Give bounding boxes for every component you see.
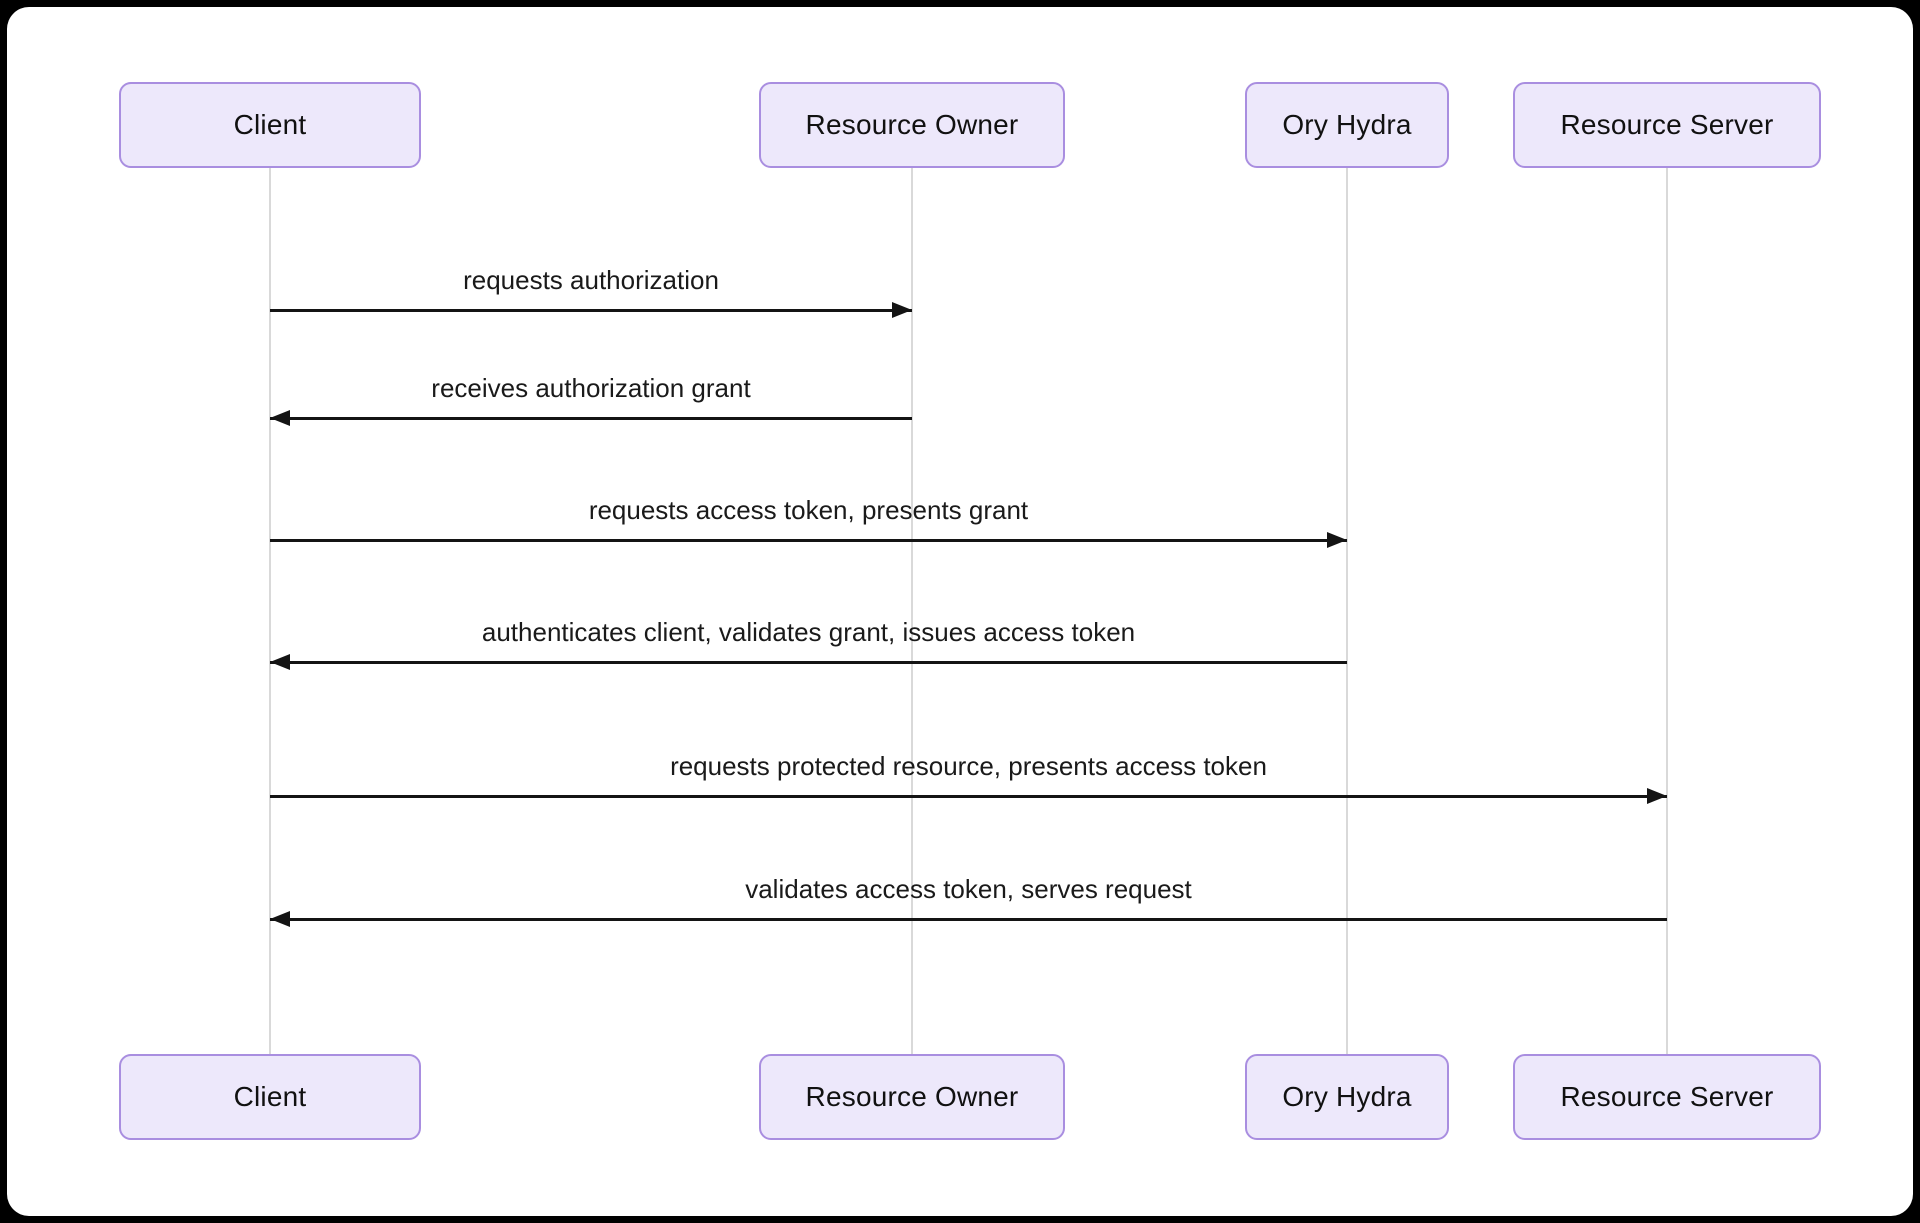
message-label: requests protected resource, presents ac…	[670, 751, 1267, 781]
message-line	[270, 539, 1347, 542]
arrowhead-right-icon	[892, 302, 912, 318]
message-label: validates access token, serves request	[745, 874, 1192, 904]
diagram-card: Client Resource Owner Ory Hydra Resource…	[7, 7, 1913, 1216]
arrowhead-left-icon	[270, 911, 290, 927]
sequence-diagram: Client Resource Owner Ory Hydra Resource…	[7, 7, 1913, 1216]
actor-client-top-label: Client	[233, 109, 307, 140]
actor-resource-server-bottom: Resource Server	[1513, 1054, 1821, 1140]
actor-ory-hydra-bottom-label: Ory Hydra	[1282, 1081, 1412, 1112]
message-label: requests access token, presents grant	[588, 495, 1029, 525]
actor-client-bottom: Client	[119, 1054, 421, 1140]
actor-ory-hydra-bottom: Ory Hydra	[1245, 1054, 1449, 1140]
actor-resource-server-top-label: Resource Server	[1560, 109, 1774, 140]
arrowhead-right-icon	[1647, 788, 1667, 804]
arrowhead-left-icon	[270, 654, 290, 670]
message-line	[270, 417, 912, 420]
actor-resource-server-bottom-label: Resource Server	[1560, 1081, 1774, 1112]
message-label: requests authorization	[463, 265, 719, 295]
actor-resource-owner-top: Resource Owner	[759, 82, 1065, 168]
arrowhead-right-icon	[1327, 532, 1347, 548]
lifeline-resource-owner	[911, 168, 913, 1054]
actor-ory-hydra-top-label: Ory Hydra	[1282, 109, 1412, 140]
actor-client-bottom-label: Client	[233, 1081, 307, 1112]
actor-client-top: Client	[119, 82, 421, 168]
lifeline-ory-hydra	[1346, 168, 1348, 1054]
actor-resource-owner-bottom-label: Resource Owner	[805, 1081, 1019, 1112]
message-line	[270, 661, 1347, 664]
message-line	[270, 795, 1667, 798]
actor-resource-owner-bottom: Resource Owner	[759, 1054, 1065, 1140]
message-label: receives authorization grant	[431, 373, 751, 403]
lifeline-resource-server	[1666, 168, 1668, 1054]
arrowhead-left-icon	[270, 410, 290, 426]
message-label: authenticates client, validates grant, i…	[481, 617, 1136, 647]
message-line	[270, 918, 1667, 921]
actor-ory-hydra-top: Ory Hydra	[1245, 82, 1449, 168]
message-line	[270, 309, 912, 312]
actor-resource-owner-top-label: Resource Owner	[805, 109, 1019, 140]
lifeline-client	[269, 168, 271, 1054]
actor-resource-server-top: Resource Server	[1513, 82, 1821, 168]
